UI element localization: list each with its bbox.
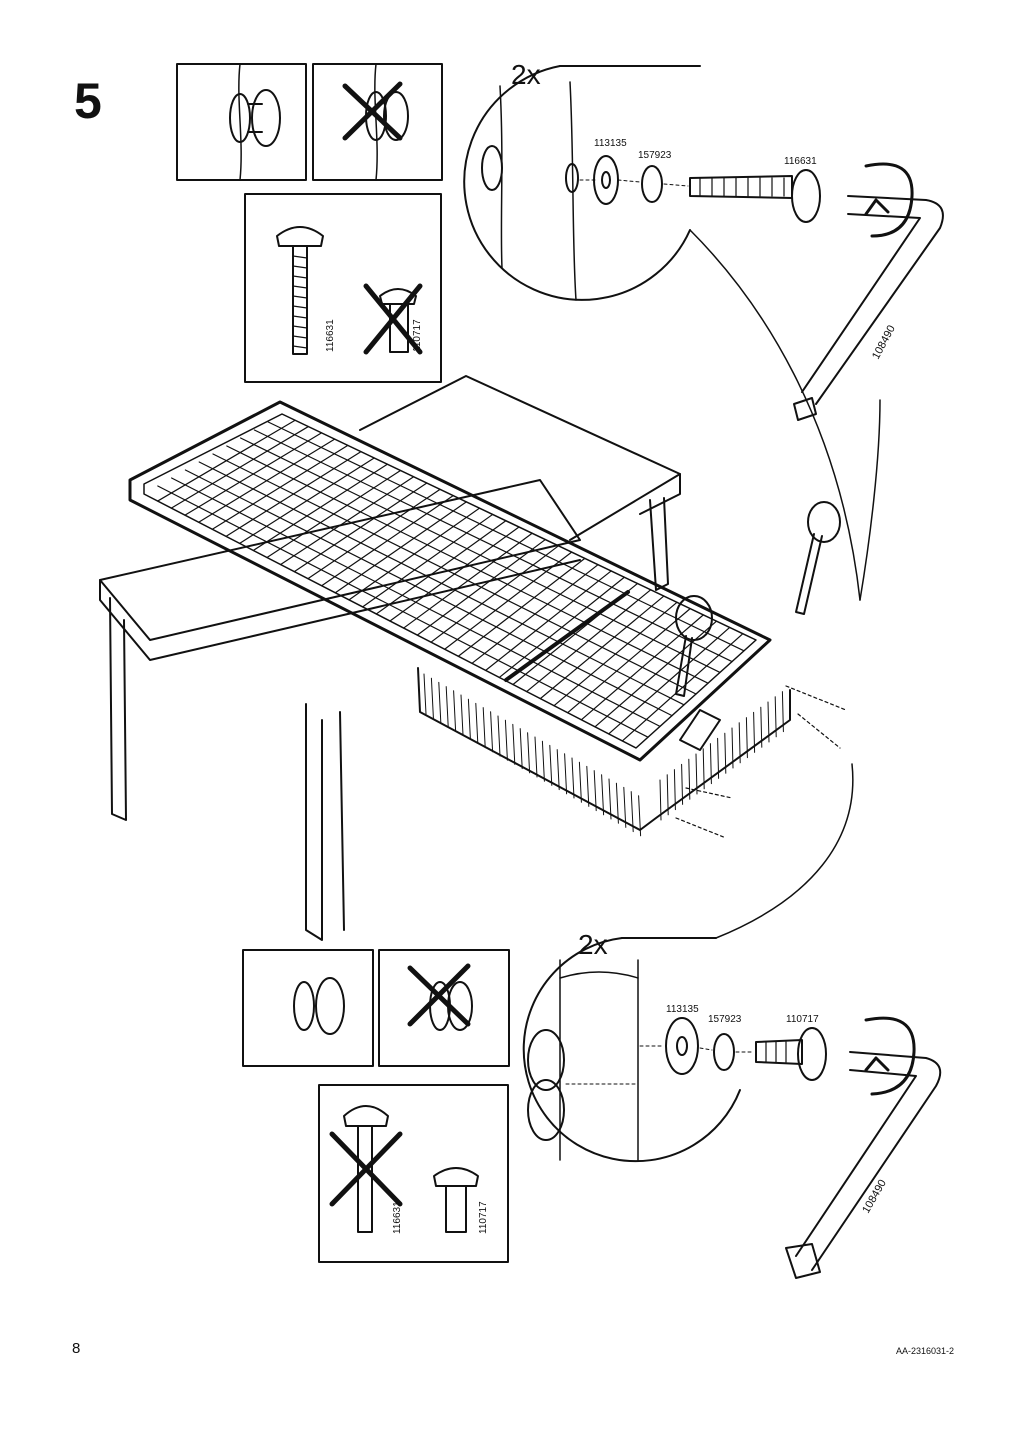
top-correct-screw-label: 116631 [325, 319, 336, 352]
small-table [99, 479, 581, 941]
wire-tray [128, 400, 791, 837]
bottom-wrong-fit-panel [378, 949, 510, 1067]
loose-screws [675, 685, 847, 839]
page-number: 8 [72, 1340, 81, 1357]
bottom-correct-fit-panel [242, 949, 374, 1067]
top-wrong-fit-panel [312, 63, 443, 181]
top-part-screw: 116631 [784, 156, 817, 167]
bottom-detail-callout [522, 763, 854, 1163]
bottom-screw-choice-panel [318, 1084, 509, 1263]
top-detail-callout [463, 65, 881, 601]
top-quantity: 2x [511, 59, 541, 90]
top-allen-key [793, 162, 944, 421]
top-part-washer: 113135 [594, 138, 627, 149]
handles [675, 501, 841, 697]
top-part-nut: 157923 [638, 150, 672, 161]
top-screw-choice-panel [244, 193, 442, 383]
step-number: 5 [74, 73, 102, 129]
bottom-tool-label: 108490 [860, 1178, 889, 1216]
bottom-wrong-screw-label: 116631 [392, 1201, 403, 1234]
bottom-part-nut: 157923 [708, 1014, 742, 1025]
bottom-correct-screw-label: 110717 [478, 1201, 489, 1234]
bottom-allen-key [785, 1016, 942, 1279]
document-id: AA-2316031-2 [896, 1346, 955, 1356]
top-wrong-screw-label: 110717 [412, 319, 423, 352]
bottom-quantity: 2x [578, 929, 608, 960]
bottom-part-washer: 113135 [666, 1004, 699, 1015]
bottom-part-screw: 110717 [786, 1014, 819, 1025]
top-tool-label: 108490 [870, 323, 898, 361]
top-correct-fit-panel [176, 63, 307, 181]
